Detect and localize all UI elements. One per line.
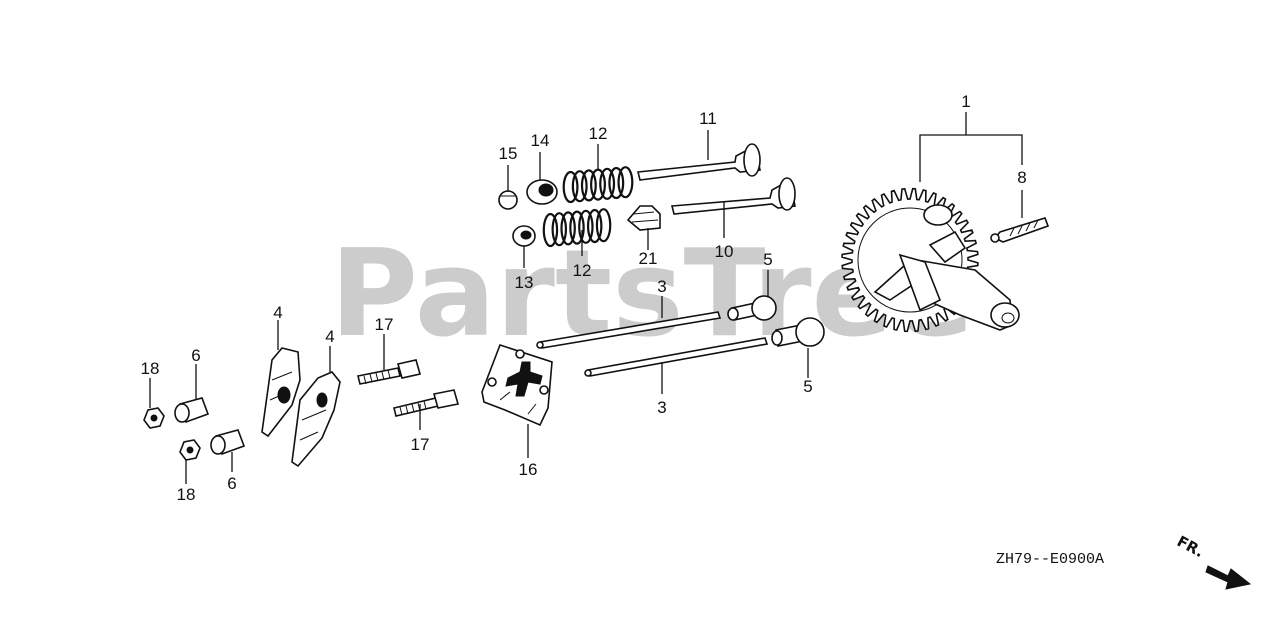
pivot-adjusting-nut-lower xyxy=(179,439,201,461)
spring-pin xyxy=(990,217,1050,243)
valve-intake xyxy=(670,177,796,215)
callout-3-upper: 3 xyxy=(657,277,666,296)
rocker-arm-right xyxy=(291,371,341,468)
callout-16: 16 xyxy=(519,460,538,479)
push-rod-upper xyxy=(536,311,722,349)
tappet-upper xyxy=(727,295,777,321)
diagram-code: ZH79--E0900A xyxy=(996,551,1104,568)
leader-lines xyxy=(149,112,1023,484)
callout-6-upper: 6 xyxy=(191,346,200,365)
callout-labels: 1 8 11 10 12 12 14 15 13 21 5 5 3 3 4 4 … xyxy=(141,92,1027,504)
front-direction-indicator: FR. xyxy=(1174,532,1252,590)
rocker-arm-pivot-upper xyxy=(174,397,210,424)
rocker-arm-stud-lower xyxy=(393,389,460,417)
callout-17-upper: 17 xyxy=(375,315,394,334)
valve-exhaust xyxy=(637,143,761,181)
callout-15: 15 xyxy=(499,144,518,163)
callout-14: 14 xyxy=(531,131,550,150)
rocker-arm-stud-upper xyxy=(357,359,422,385)
callout-18-upper: 18 xyxy=(141,359,160,378)
tappet-lower xyxy=(771,317,825,347)
camshaft-gear xyxy=(841,187,1020,333)
pivot-adjusting-nut-upper xyxy=(143,407,165,429)
valve-stem-seal xyxy=(626,205,661,231)
callout-18-lower: 18 xyxy=(177,485,196,504)
push-rod-lower xyxy=(584,337,769,377)
callout-12-lower: 12 xyxy=(573,261,592,280)
valve-spring-upper xyxy=(562,166,634,204)
callout-8: 8 xyxy=(1017,168,1026,187)
push-rod-guide-plate xyxy=(481,344,553,427)
callout-1: 1 xyxy=(961,92,970,111)
callout-4-left: 4 xyxy=(273,303,282,322)
callout-12-upper: 12 xyxy=(589,124,608,143)
callout-4-right: 4 xyxy=(325,327,334,346)
callout-21: 21 xyxy=(639,249,658,268)
callout-10: 10 xyxy=(715,242,734,261)
valve-spring-retainer xyxy=(526,179,558,205)
callout-11: 11 xyxy=(699,109,717,128)
valve-cap xyxy=(498,190,518,210)
callout-5-upper: 5 xyxy=(763,250,772,269)
valve-retainer-lower xyxy=(512,225,536,247)
valve-spring-lower xyxy=(542,208,612,248)
callout-17-lower: 17 xyxy=(411,435,430,454)
callout-13: 13 xyxy=(515,273,534,292)
callout-6-lower: 6 xyxy=(227,474,236,493)
arrow-right-icon xyxy=(1205,565,1252,590)
callout-3-lower: 3 xyxy=(657,398,666,417)
direction-label: FR. xyxy=(1174,532,1207,561)
callout-5-lower: 5 xyxy=(803,377,812,396)
rocker-arm-pivot-lower xyxy=(210,429,246,456)
rocker-arm-left xyxy=(261,347,301,438)
